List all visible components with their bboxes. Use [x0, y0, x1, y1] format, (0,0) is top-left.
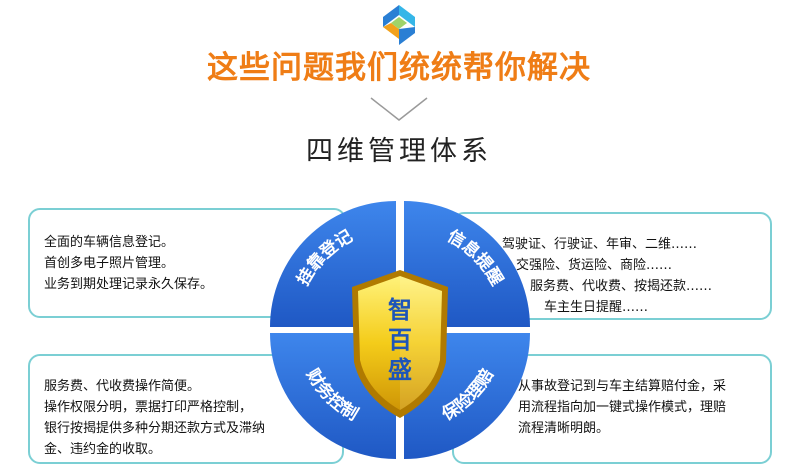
card-line: 驾驶证、行驶证、年审、二维…… [502, 237, 698, 252]
card-line: 金、违约金的收取。 [44, 442, 162, 457]
card-line: 银行按揭提供多种分期还款方式及滞纳 [44, 421, 266, 436]
card-line: 服务费、代收费操作简便。 [44, 379, 201, 394]
card-line: 用流程指向加一键式操作模式，理赔 [518, 400, 727, 415]
shield-char-3: 盛 [388, 356, 412, 384]
card-line: 流程清晰明朗。 [518, 421, 610, 436]
card-line: 操作权限分明，票据打印严格控制， [44, 400, 253, 415]
section-title: 四维管理体系 [306, 136, 492, 167]
card-line: 从事故登记到与车主结算赔付金，采 [518, 379, 727, 394]
shield-char-2: 百 [388, 326, 412, 354]
card-line: 业务到期处理记录永久保存。 [44, 277, 214, 292]
card-line: 交强险、货运险、商险…… [516, 258, 673, 273]
card-line: 服务费、代收费、按揭还款…… [530, 279, 713, 294]
four-dimension-diagram: 挂靠登记 信息提醒 财务控制 保险理赔 智 百 盛 [270, 201, 530, 459]
chevron-down-icon [370, 97, 428, 121]
card-line: 车主生日提醒…… [544, 300, 649, 315]
card-finance: 服务费、代收费操作简便。 操作权限分明，票据打印严格控制， 银行按揭提供多种分期… [28, 354, 344, 464]
shield-char-1: 智 [388, 296, 412, 324]
shield-icon [352, 270, 448, 418]
card-line: 首创多电子照片管理。 [44, 256, 175, 271]
logo-icon [383, 5, 415, 45]
headline: 这些问题我们统统帮你解决 [207, 50, 591, 86]
card-line: 全面的车辆信息登记。 [44, 235, 175, 250]
